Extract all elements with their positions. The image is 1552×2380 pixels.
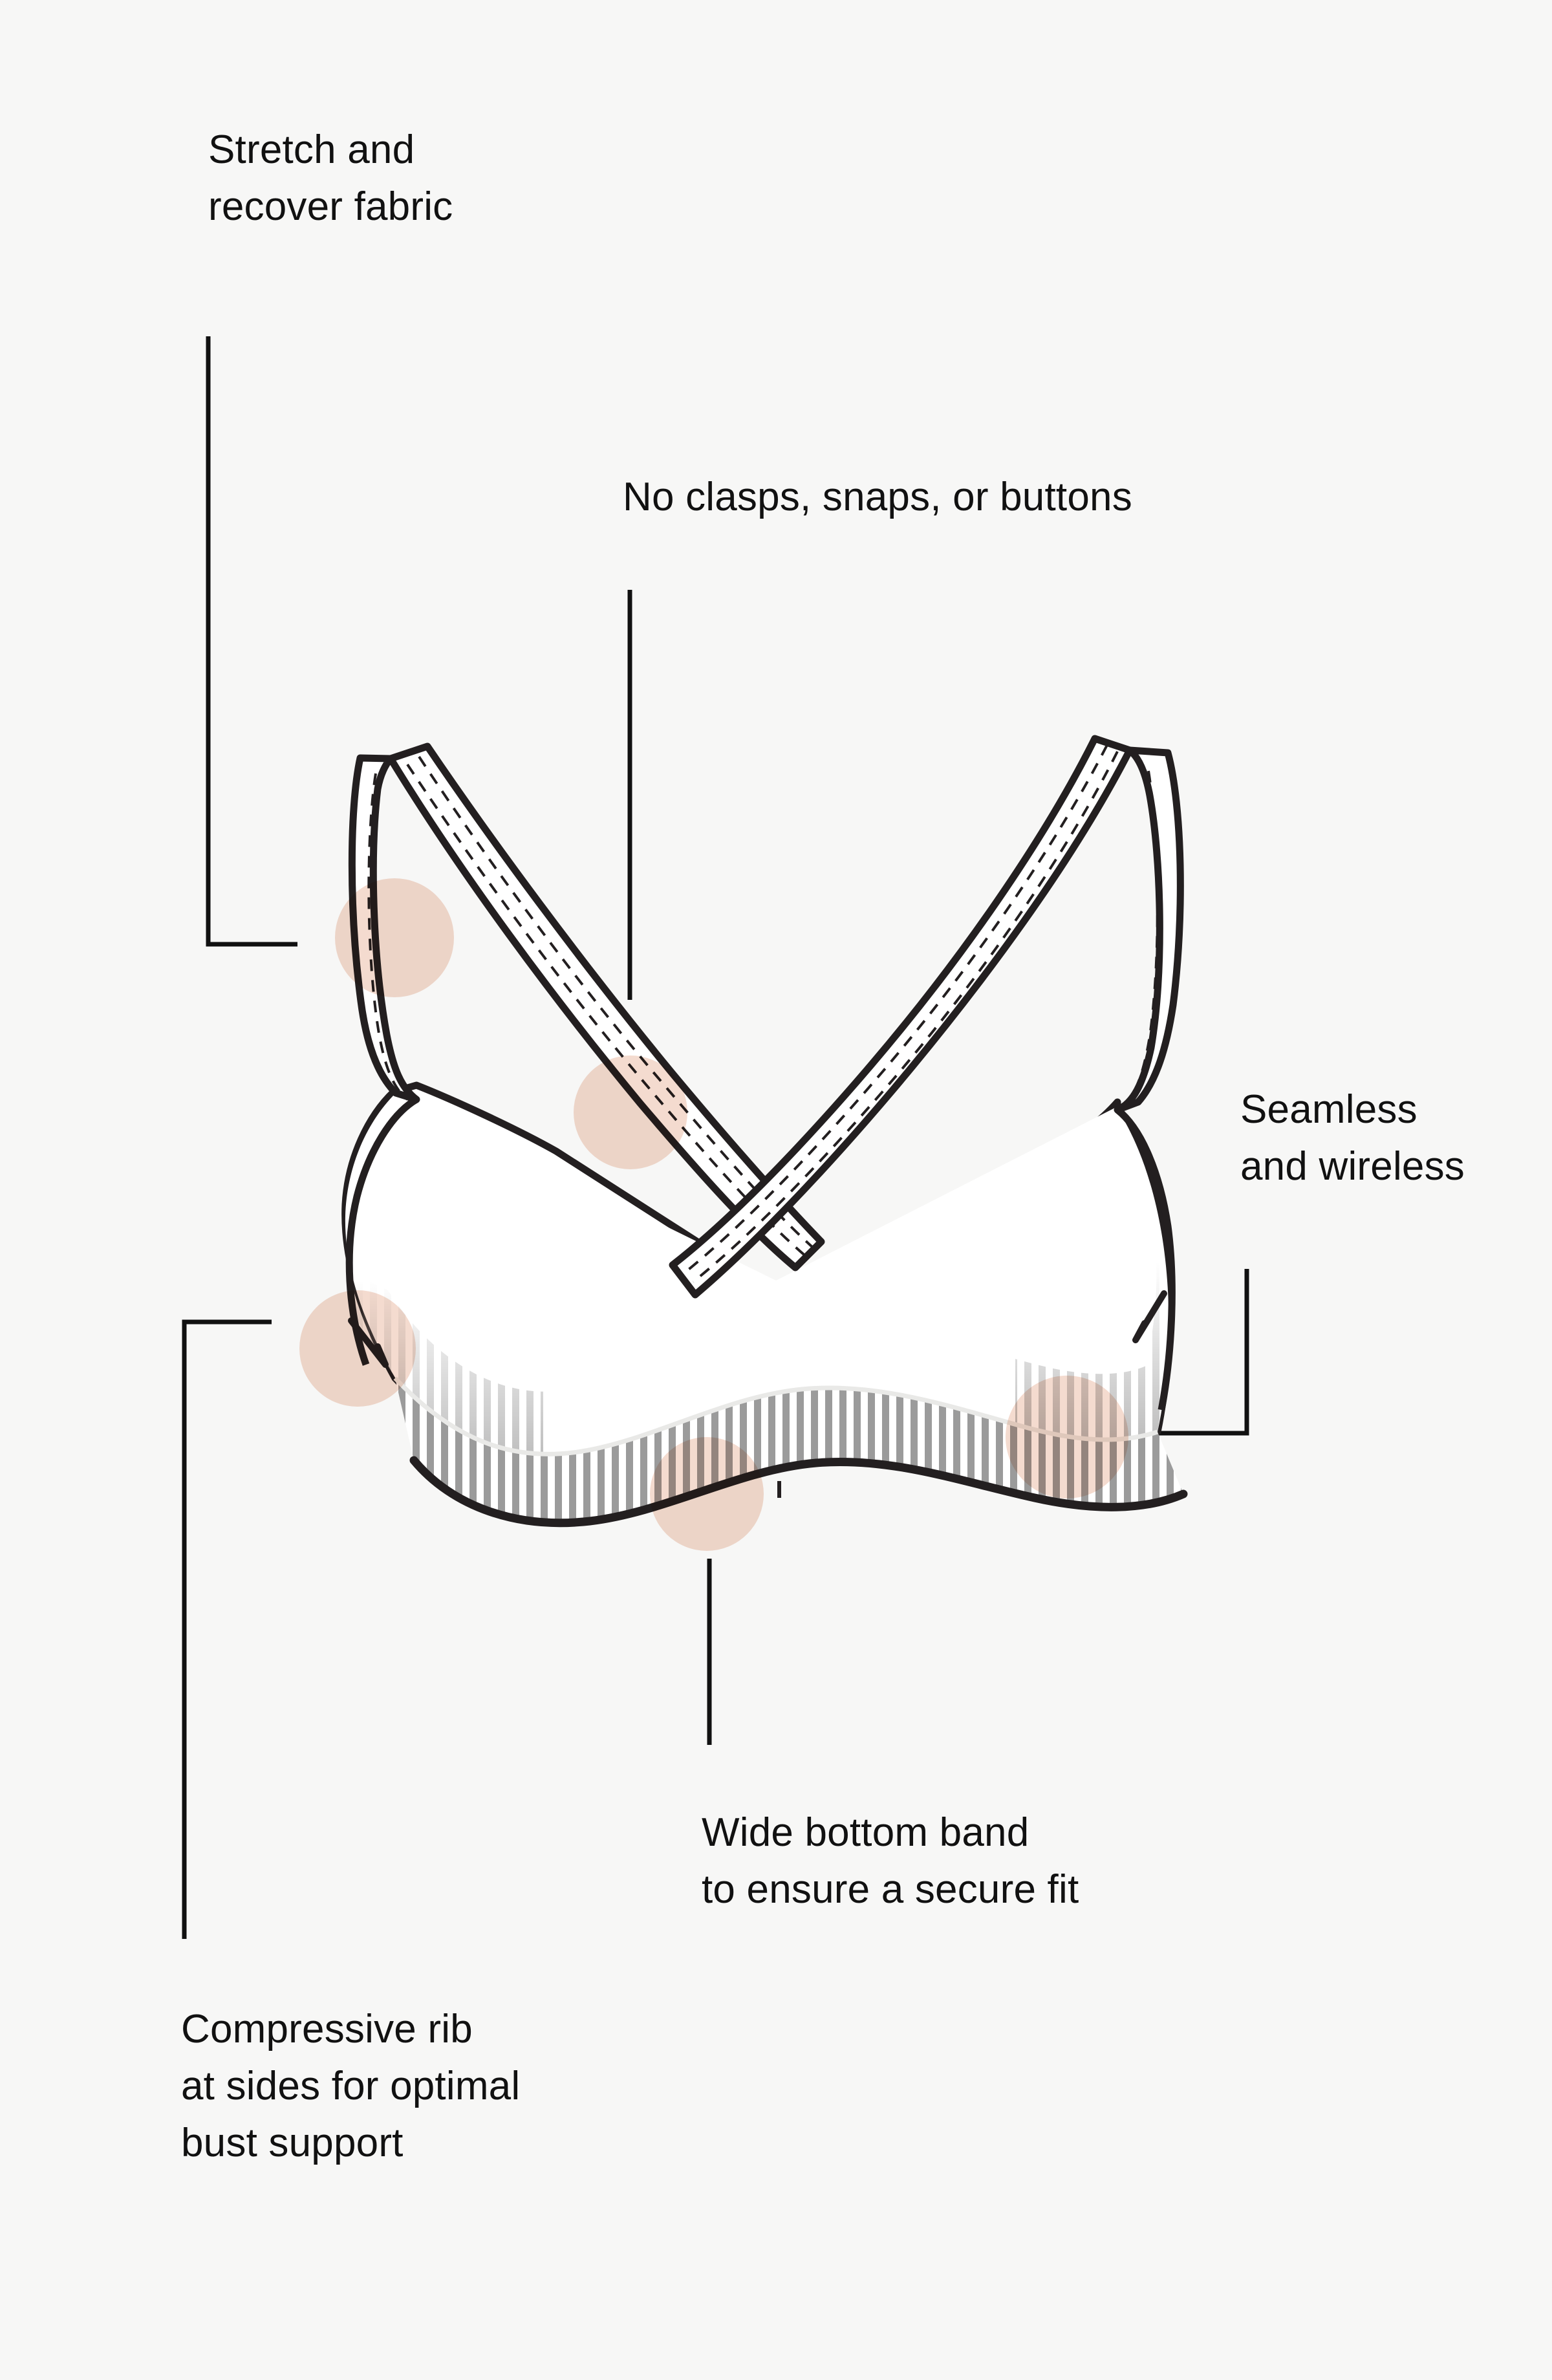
- left-armhole-seam: [345, 1096, 418, 1366]
- right-side-rib-panel: [831, 1261, 1165, 1440]
- highlight-crossover-strap: [574, 1055, 687, 1169]
- callout-wide-bottom-band: Wide bottom band to ensure a secure fit: [702, 1810, 1079, 1912]
- bra-body-outline: [341, 1081, 1173, 1458]
- leader-line-seamless: [1155, 1269, 1249, 1436]
- band-top-edge: [393, 1376, 1159, 1456]
- left-back-strap: [348, 754, 420, 1103]
- highlight-right-side-rib: [1006, 1376, 1128, 1498]
- leader-line-compressive-rib: [182, 1319, 272, 1939]
- right-strap-top-edge: [1092, 735, 1171, 756]
- highlight-left-side-rib: [299, 1290, 416, 1407]
- callout-stretch-recover-fabric: Stretch and recover fabric: [208, 127, 453, 230]
- bra-garment: [341, 735, 1188, 1528]
- bra-cup-fill: [345, 1093, 1169, 1455]
- callout-compressive-rib: Compressive rib at sides for optimal bus…: [181, 2007, 521, 2166]
- left-shoulder-strap: [387, 742, 825, 1271]
- right-shoulder-strap: [669, 735, 1134, 1299]
- left-back-strap-stitch: [367, 773, 409, 1101]
- left-side-rib-panel: [351, 1274, 779, 1455]
- leader-line-stretch-fabric: [206, 336, 297, 947]
- callout-seamless-and-wireless: Seamless and wireless: [1240, 1087, 1465, 1189]
- right-side-dart: [1132, 1290, 1167, 1343]
- ribbed-bottom-band: [395, 1378, 1183, 1523]
- right-strap-stitch-a: [682, 744, 1108, 1275]
- right-armhole-seam: [1115, 1107, 1176, 1411]
- right-strap-stitch-b: [692, 751, 1119, 1283]
- highlight-band-center: [650, 1437, 764, 1551]
- right-back-strap: [1114, 746, 1184, 1114]
- left-strap-top-edge: [357, 743, 431, 763]
- callout-no-clasps-snaps-buttons: No clasps, snaps, or buttons: [623, 475, 1132, 519]
- left-side-dart: [348, 1317, 389, 1368]
- left-strap-stitch-b: [418, 755, 814, 1248]
- band-bottom-edge: [409, 1456, 1188, 1528]
- highlight-left-strap: [335, 878, 454, 997]
- left-strap-stitch-a: [406, 763, 808, 1259]
- crossover-point: [669, 1239, 824, 1298]
- highlight-dots: [299, 878, 1128, 1551]
- right-back-strap-stitch: [1121, 770, 1159, 1107]
